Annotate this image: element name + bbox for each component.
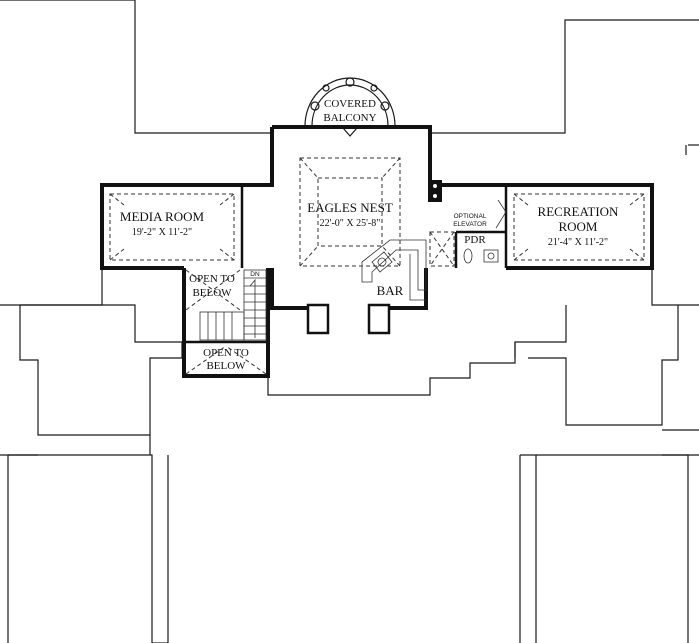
eagles-nest-dims: 22'-0" X 25'-8": [320, 218, 381, 229]
pdr-label: PDR: [464, 234, 486, 246]
elevator-label-1: OPTIONAL: [454, 213, 487, 220]
covered-balcony-label-1: COVERED: [324, 98, 376, 110]
room-labels: EAGLES NEST 22'-0" X 25'-8" MEDIA ROOM 1…: [120, 200, 619, 372]
eagles-nest-label: EAGLES NEST: [307, 200, 393, 215]
bar-label: BAR: [377, 283, 404, 298]
open-to-below-lower-1: OPEN TO: [203, 347, 249, 359]
open-to-below-upper-1: OPEN TO: [189, 273, 235, 285]
covered-balcony-label-2: BALCONY: [323, 112, 376, 124]
recreation-room-label-1: RECREATION: [538, 204, 620, 219]
recreation-room-label-2: ROOM: [558, 219, 597, 234]
exterior-walls: [100, 125, 654, 378]
recreation-room-dims: 21'-4" X 11'-2": [548, 237, 608, 248]
media-room-label: MEDIA ROOM: [120, 209, 205, 224]
bar-counter: [361, 239, 427, 301]
open-to-below-lower-2: BELOW: [206, 360, 246, 372]
ceiling-details: [109, 157, 645, 375]
elevator-pdr: OPTIONAL ELEVATOR PDR: [429, 199, 507, 267]
open-to-below-upper-2: BELOW: [192, 287, 232, 299]
stair-down-label: DN: [250, 271, 260, 278]
media-room-dims: 19'-2" X 11'-2": [132, 227, 192, 238]
elevator-label-2: ELEVATOR: [453, 221, 487, 228]
stairs: DN: [199, 269, 267, 341]
